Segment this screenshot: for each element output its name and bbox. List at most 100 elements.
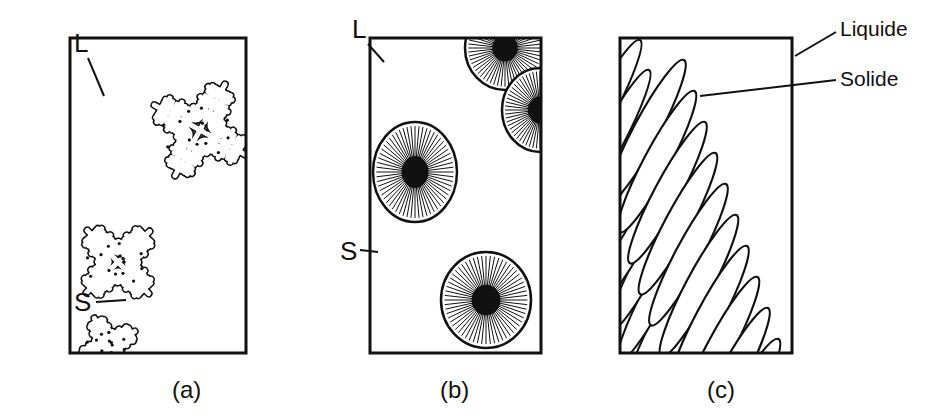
dendrite-outline xyxy=(239,138,241,141)
dendrite-body xyxy=(239,138,241,141)
dendrite-body xyxy=(142,250,145,252)
dendrite-body xyxy=(99,291,102,292)
dendrite-body xyxy=(166,100,169,102)
leader-line xyxy=(88,58,104,96)
dendrite-outline xyxy=(157,111,166,122)
dendrite-body xyxy=(210,115,213,120)
dendrite-dot xyxy=(100,333,103,336)
solid-label: S xyxy=(74,289,91,315)
dendrite-body xyxy=(118,248,122,250)
dendrite-dot xyxy=(195,143,198,146)
dendrite-dot xyxy=(86,341,89,344)
dendrite-body xyxy=(229,96,231,99)
panel-frame xyxy=(70,38,246,353)
dendrite-outline xyxy=(215,116,218,121)
dendrite-outline xyxy=(189,169,192,171)
dendrite-outline xyxy=(118,248,122,250)
dendrite-outline xyxy=(166,100,169,102)
dendrite-outline xyxy=(110,333,113,341)
dendrite-dot xyxy=(132,279,135,282)
panel-label: (b) xyxy=(440,378,469,402)
dendrite-outline xyxy=(181,164,192,173)
spherulite-core xyxy=(528,97,540,124)
dendrite-outline xyxy=(128,286,130,289)
dendrite-body xyxy=(91,272,94,274)
dendrite-body xyxy=(231,159,234,161)
dendrite-body xyxy=(126,342,128,343)
dendrite-outline xyxy=(142,250,145,252)
dendrite-dot xyxy=(204,142,207,145)
dendrite-dot xyxy=(99,253,102,256)
dendrite-outline xyxy=(91,272,94,274)
dendrite-outline xyxy=(201,144,205,147)
dendrite-outline xyxy=(180,134,183,138)
dendrite-dot xyxy=(121,257,124,260)
dendrite-dot xyxy=(140,267,143,270)
dendrite-body xyxy=(183,131,186,135)
dendrite-outline xyxy=(228,130,231,133)
solid-label: Solide xyxy=(840,68,898,89)
dendrite-dot xyxy=(107,331,110,334)
dendrite-body xyxy=(125,238,128,239)
dendrite-body xyxy=(118,231,150,262)
spherulite-core xyxy=(402,156,429,188)
dendrite-outline xyxy=(149,242,151,244)
dendrite-outline xyxy=(88,243,89,246)
solid-label: S xyxy=(340,238,357,264)
dendrite-outline xyxy=(159,119,161,122)
dendrite-dot xyxy=(121,272,124,275)
dendrite-outline xyxy=(174,149,176,153)
spherulite xyxy=(373,122,457,222)
dendrite-body xyxy=(200,84,225,130)
dendrite-body xyxy=(87,230,118,262)
dendrite-body xyxy=(195,113,199,116)
dendrite-outline xyxy=(170,161,172,164)
dendrite-dot xyxy=(162,123,165,126)
dendrite-outline xyxy=(177,104,181,106)
dendrite-body xyxy=(88,243,89,246)
dendrite-body xyxy=(105,325,106,327)
dendrite-dot xyxy=(217,151,220,154)
spherulite xyxy=(502,68,540,152)
dendrite-dot xyxy=(123,260,126,263)
dendrite-outline xyxy=(101,260,102,264)
dendrite-body xyxy=(94,333,99,336)
dendrite-body xyxy=(228,130,231,133)
columnar-drawing xyxy=(621,39,791,352)
dendrite-outline xyxy=(106,235,108,238)
dendrite-body xyxy=(219,154,223,156)
dendrite-body xyxy=(116,347,121,350)
dendrite-outline xyxy=(88,346,90,347)
dendrite-body xyxy=(82,348,84,352)
liquid-label: Liquide xyxy=(840,18,908,39)
liquid-label: L xyxy=(352,16,366,42)
dendrite-dot xyxy=(89,275,92,278)
dendrite-dot xyxy=(107,245,110,248)
dendrite-outline xyxy=(94,252,95,255)
dendrite-outline xyxy=(101,260,103,264)
dendrite-body xyxy=(98,229,100,231)
dendrite-dot xyxy=(107,269,110,272)
dendrite-body xyxy=(208,87,219,96)
dendrite-dot xyxy=(206,128,209,131)
panel-frame xyxy=(370,38,541,353)
dendrite-outline xyxy=(170,127,173,130)
dendrite-body xyxy=(116,278,120,279)
leader-line xyxy=(700,80,836,96)
dendrite-outline xyxy=(229,96,231,99)
dendrite-dot xyxy=(140,252,143,255)
dendrite-outline xyxy=(183,131,186,135)
dendrite-dot xyxy=(187,110,190,113)
dendrite-outline xyxy=(210,115,213,120)
spherulite-drawing xyxy=(373,39,540,348)
leader-line xyxy=(368,44,384,62)
dendrite-body xyxy=(99,319,105,321)
dendrite-outline xyxy=(93,333,101,336)
dendrite-body xyxy=(119,346,121,347)
dendrite-outline xyxy=(125,238,128,239)
dendrite-body xyxy=(118,333,121,338)
dendrite-dot xyxy=(178,120,181,123)
dendrite-body xyxy=(117,331,120,336)
dendrite-body xyxy=(104,258,106,262)
